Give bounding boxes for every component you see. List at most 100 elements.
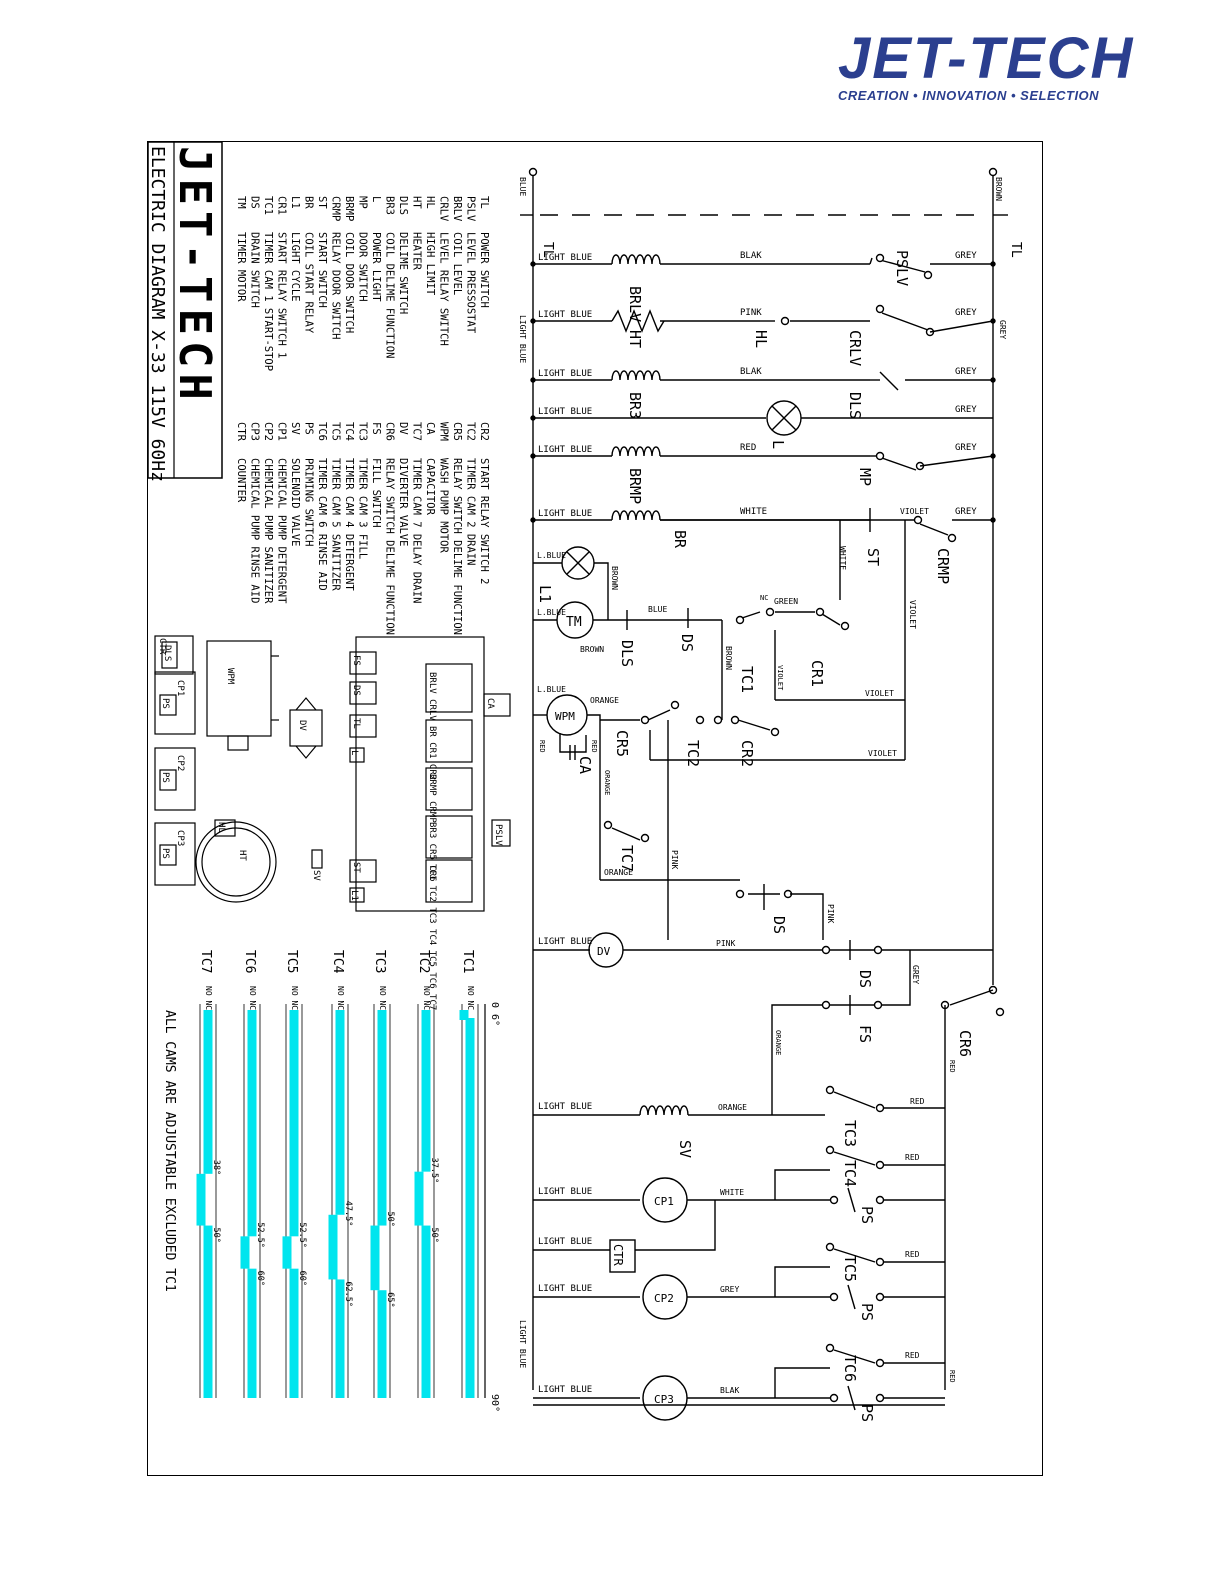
cam-bar — [328, 1214, 338, 1280]
wire — [881, 312, 929, 331]
cp-wire-label: BLAK — [720, 1386, 739, 1395]
tl-left-label: TL — [540, 242, 555, 258]
legend-desc: LEVEL PRESSOSTAT — [465, 232, 477, 334]
wire — [833, 1248, 876, 1263]
terminal — [988, 167, 998, 177]
layout-label-relay_group_3: BRMP CRMP — [427, 774, 437, 823]
terminal — [875, 1358, 885, 1368]
tc5-label: TC5 — [841, 1255, 859, 1282]
grey-v2: GREY — [998, 320, 1007, 339]
layout-label-wpm: WPM — [225, 668, 235, 685]
legend-desc: START RELAY SWITCH 2 — [478, 458, 490, 584]
fs-label: FS — [856, 1025, 874, 1043]
wire — [833, 1151, 876, 1166]
coil-symbol — [639, 1105, 689, 1116]
legend-desc: COIL START RELAY — [303, 232, 315, 334]
cam-mark: 62.5° — [343, 1281, 353, 1307]
cam-bar — [459, 1010, 469, 1020]
cam-contacts: NO NC — [290, 986, 299, 1010]
orange-v: ORANGE — [603, 770, 611, 795]
white-label-v: WHITE — [838, 546, 847, 570]
legend-desc: TIMER CAM 6 RINSE AID — [316, 458, 328, 591]
cam-bar — [414, 1171, 424, 1226]
legend-desc: FILL SWITCH — [370, 458, 382, 528]
terminal — [821, 945, 831, 955]
wire — [869, 257, 873, 265]
legend-desc: COUNTER — [235, 458, 247, 503]
row-left-label: LIGHT BLUE — [538, 310, 592, 320]
l1-left: L.BLUE — [537, 551, 566, 560]
wire — [737, 719, 771, 731]
terminal — [875, 1292, 885, 1302]
coil-symbol — [611, 510, 661, 521]
terminal — [825, 1085, 835, 1095]
dv-label: DV — [597, 945, 611, 958]
wire — [879, 259, 926, 273]
legend-code: CR6 — [384, 422, 396, 441]
terminal — [713, 715, 723, 725]
legend-desc: HIGH LIMIT — [424, 232, 436, 296]
light-blue-v2: LIGHT BLUE — [518, 315, 527, 363]
cam-scale-end: 90° — [489, 1394, 500, 1412]
junction-dot — [530, 261, 536, 267]
terminal — [829, 1393, 839, 1403]
layout-label-relay_group_4: BR3 CR5 CR6 — [427, 822, 437, 882]
terminal — [913, 515, 923, 525]
cam-mark: 50° — [211, 1228, 221, 1243]
wire — [647, 709, 671, 721]
cam-bar — [377, 1290, 387, 1398]
orange-label-3: ORANGE — [718, 1103, 747, 1112]
ps-label: PS — [858, 1206, 876, 1224]
orange-label: ORANGE — [590, 696, 619, 705]
red-label-cp: RED — [905, 1250, 920, 1259]
junction-dot — [530, 453, 536, 459]
legend-desc: LEVEL RELAY SWITCH — [438, 232, 450, 346]
cam-contacts: NO NC — [248, 986, 257, 1010]
pink-v: PINK — [670, 850, 679, 869]
mp-label: MP — [856, 468, 874, 486]
cam-contacts: NO NC — [422, 986, 431, 1010]
tc2-label: TC2 — [684, 740, 702, 767]
legend-code: TC6 — [316, 422, 328, 441]
row-mid-label: BLAK — [740, 251, 762, 261]
sv-left: LIGHT BLUE — [538, 1102, 592, 1112]
tm-label: TM — [566, 615, 582, 630]
legend-desc: RELAY SWITCH DELIME FUNCTION — [451, 458, 463, 635]
cp-left: LIGHT BLUE — [538, 1385, 592, 1395]
legend-code: DLS — [397, 196, 409, 215]
wire — [790, 893, 824, 940]
legend-desc: TIMER CAM 3 FILL — [357, 458, 369, 559]
light-blue-v: LIGHT BLUE — [518, 1320, 527, 1368]
wire — [919, 523, 949, 536]
layout-label-ps: PS — [160, 772, 170, 783]
terminal — [875, 1160, 885, 1170]
cam-mark: 52.5° — [255, 1222, 265, 1248]
brown-label: BROWN — [610, 566, 619, 590]
terminal — [825, 1343, 835, 1353]
red-v: RED — [948, 1060, 956, 1073]
terminal — [603, 820, 613, 830]
wire — [847, 1187, 856, 1213]
cam-bar — [240, 1236, 250, 1269]
legend-desc: SOLENOID VALVE — [289, 458, 301, 547]
wire — [847, 1385, 856, 1411]
junction-dot — [530, 377, 536, 383]
legend-code: L1 — [289, 196, 301, 209]
legend-code: BRLV — [451, 196, 463, 222]
terminal — [765, 607, 775, 617]
brand-logo: JET-TECH CREATION • INNOVATION • SELECTI… — [838, 30, 1178, 110]
violet-label: VIOLET — [900, 507, 929, 516]
l1-label: L1 — [536, 585, 554, 603]
orange-v2: ORANGE — [774, 1030, 782, 1055]
terminal — [875, 1195, 885, 1205]
coil-symbol — [611, 446, 661, 457]
terminal — [730, 715, 740, 725]
wire — [587, 714, 601, 880]
legend-desc: PRIMING SWITCH — [303, 458, 315, 547]
cam-bar — [247, 1268, 257, 1398]
nc-label: NC — [760, 594, 768, 602]
terminal — [873, 945, 883, 955]
legend-code: FS — [370, 422, 382, 435]
brand-tagline: CREATION • INNOVATION • SELECTION — [838, 88, 1100, 103]
